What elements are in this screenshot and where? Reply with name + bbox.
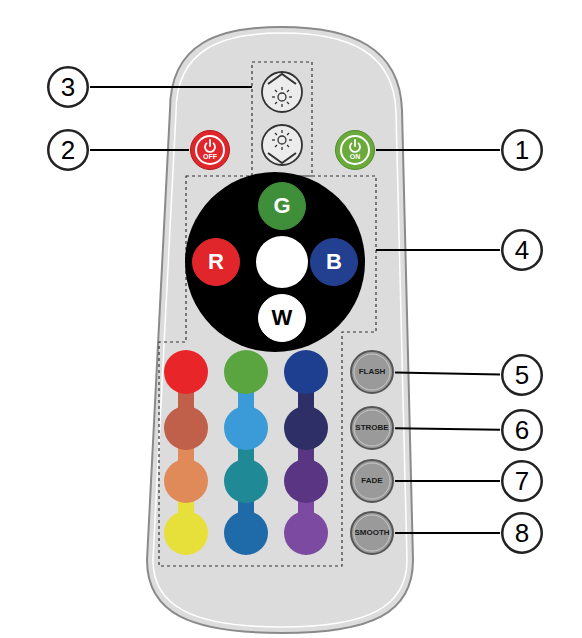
callout-number: 6 bbox=[515, 417, 529, 443]
button-label: ON bbox=[350, 153, 361, 160]
remote-body bbox=[147, 27, 413, 633]
blue-button: B bbox=[310, 238, 358, 286]
button-label: OFF bbox=[203, 153, 217, 160]
callout-circle: 2 bbox=[47, 129, 89, 171]
power-on-button-shape bbox=[335, 130, 375, 170]
centre-white-button bbox=[256, 236, 308, 288]
mode-button: FLASH bbox=[350, 350, 394, 394]
callout-circle: 6 bbox=[501, 409, 543, 451]
mode-button: FADE bbox=[350, 459, 394, 503]
callout-circle: 8 bbox=[501, 512, 543, 554]
leader-line bbox=[90, 149, 189, 151]
leader-line bbox=[395, 428, 500, 429]
leader-line bbox=[376, 149, 500, 151]
colour-letter: W bbox=[272, 307, 293, 329]
remote-inner-edge bbox=[153, 33, 407, 627]
callout-number: 1 bbox=[515, 137, 529, 163]
power-on-button: ON bbox=[335, 130, 375, 170]
leader-line bbox=[395, 372, 500, 374]
colour-wheel bbox=[185, 172, 365, 352]
callout-circle: 5 bbox=[501, 354, 543, 396]
power-off-button: OFF bbox=[190, 130, 230, 170]
mode-button: SMOOTH bbox=[350, 511, 394, 555]
brightness-group bbox=[252, 62, 312, 176]
callout-number: 5 bbox=[515, 362, 529, 388]
mode-label: FADE bbox=[361, 477, 382, 485]
colour-grid-tabs bbox=[178, 390, 314, 519]
callout-number: 2 bbox=[61, 137, 75, 163]
power-off-button-shape bbox=[190, 130, 230, 170]
callout-circle: 3 bbox=[47, 66, 89, 108]
mode-button: STROBE bbox=[350, 406, 394, 450]
colour-grid bbox=[164, 350, 328, 555]
callout-number: 4 bbox=[515, 237, 529, 263]
colour-letter: R bbox=[208, 251, 224, 273]
leader-line bbox=[395, 532, 500, 534]
red-button: R bbox=[192, 238, 240, 286]
brightness-up-button bbox=[262, 72, 302, 112]
leader-line bbox=[376, 249, 500, 251]
mode-label: STROBE bbox=[355, 424, 388, 432]
green-button: G bbox=[258, 182, 306, 230]
colour-letter: B bbox=[326, 251, 342, 273]
mode-label: FLASH bbox=[359, 368, 386, 376]
colour-letter: G bbox=[273, 195, 290, 217]
callout-number: 3 bbox=[61, 74, 75, 100]
down-chevron bbox=[268, 153, 296, 163]
up-chevron bbox=[268, 74, 296, 84]
callout-number: 7 bbox=[515, 468, 529, 494]
callout-circle: 7 bbox=[501, 460, 543, 502]
white-button: W bbox=[258, 294, 306, 342]
leader-line bbox=[90, 86, 252, 88]
callout-number: 8 bbox=[515, 520, 529, 546]
callout-circle: 4 bbox=[501, 229, 543, 271]
callout-circle: 1 bbox=[501, 129, 543, 171]
leader-line bbox=[395, 480, 500, 482]
brightness-down-button bbox=[262, 125, 302, 165]
mode-label: SMOOTH bbox=[354, 529, 389, 537]
